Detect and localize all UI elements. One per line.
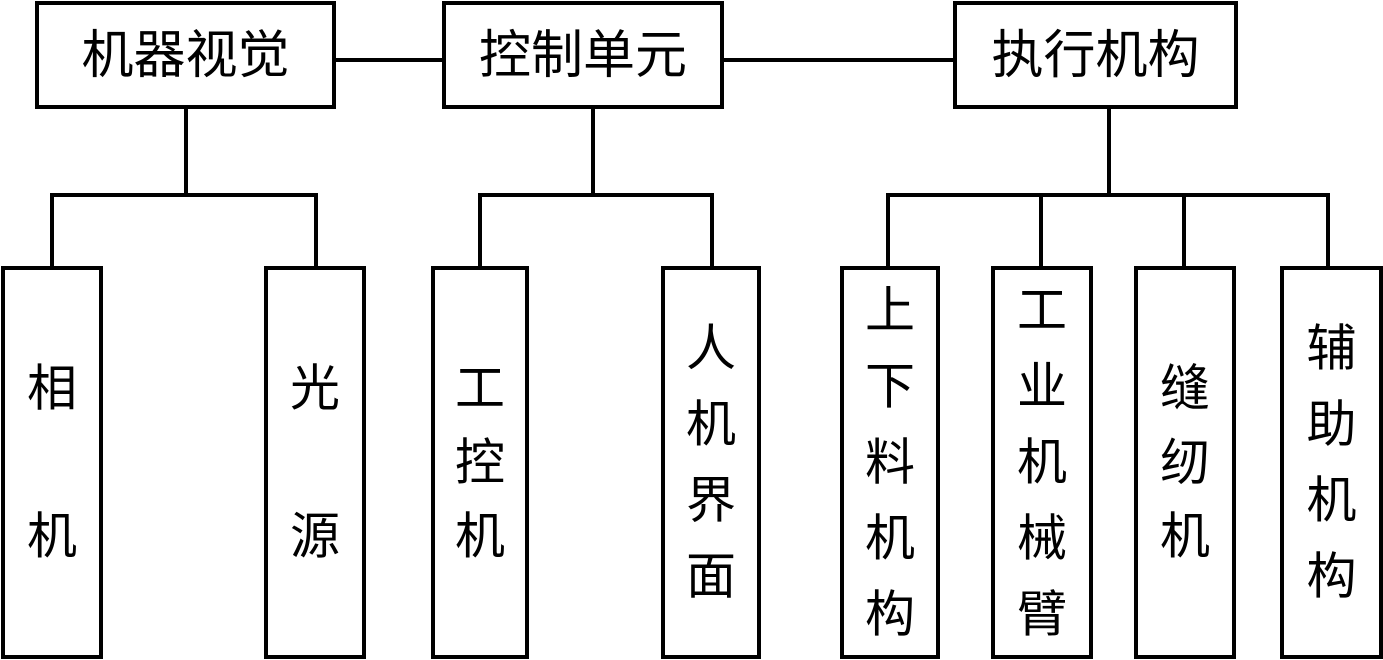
child-node-box — [991, 266, 1093, 659]
child-node-char: 机 — [865, 510, 915, 568]
child-node-char: 面 — [686, 548, 736, 606]
child-node-char: 料 — [865, 434, 915, 492]
child-node-char: 构 — [1307, 548, 1357, 606]
child-node-char: 相 — [27, 360, 77, 418]
node-actuators: 执行机构 — [953, 1, 1238, 109]
child-node-char: 工 — [455, 360, 505, 418]
child-node-char: 缝 — [1160, 360, 1210, 418]
child-node-label: 工控机 — [455, 360, 505, 566]
child-node-char: 机 — [1017, 434, 1067, 492]
child-node-box — [661, 266, 761, 659]
child-node-char: 工 — [1017, 282, 1067, 340]
child-node: 工控机 — [431, 266, 529, 659]
child-node-char: 机 — [686, 396, 736, 454]
node-control-unit: 控制单元 — [442, 1, 724, 109]
child-node: 缝纫机 — [1134, 266, 1236, 659]
child-node-box — [840, 266, 940, 659]
child-node-char: 界 — [686, 472, 736, 530]
top-node-box — [953, 1, 1238, 109]
child-node-box — [431, 266, 529, 659]
child-node-label: 人机界面 — [686, 320, 736, 606]
child-node-box — [1134, 266, 1236, 659]
child-node: 工业机械臂 — [991, 266, 1093, 659]
top-node-box — [442, 1, 724, 109]
child-node-label: 相机 — [27, 360, 77, 566]
child-node-label: 工业机械臂 — [1017, 282, 1067, 644]
child-node-char: 机 — [1160, 508, 1210, 566]
child-node-label: 辅助机构 — [1307, 320, 1357, 606]
child-node: 上下料机构 — [840, 266, 940, 659]
child-node-box — [1, 266, 103, 659]
child-node-char: 纫 — [1160, 434, 1210, 492]
child-node: 相机 — [1, 266, 103, 659]
child-node-label: 上下料机构 — [865, 282, 915, 644]
child-node-char: 人 — [686, 320, 736, 378]
child-node-box — [1280, 266, 1383, 659]
child-node: 光源 — [264, 266, 366, 659]
child-node-char: 上 — [865, 282, 915, 340]
child-node-box — [264, 266, 366, 659]
connector-lines — [50, 58, 1330, 270]
node-machine-vision: 机器视觉 — [35, 1, 336, 109]
child-node-char: 业 — [1017, 358, 1067, 416]
child-node-char: 构 — [865, 586, 915, 644]
child-node-char: 械 — [1017, 510, 1067, 568]
child-node-char: 助 — [1307, 396, 1357, 454]
child-node-char: 机 — [455, 508, 505, 566]
top-node-box — [35, 1, 336, 109]
child-node-char: 源 — [290, 508, 340, 566]
child-node-char: 下 — [865, 358, 915, 416]
child-node-char: 机 — [1307, 472, 1357, 530]
top-node-label: 执行机构 — [991, 26, 1199, 86]
top-node-label: 控制单元 — [479, 26, 687, 86]
child-node-char: 控 — [455, 434, 505, 492]
child-node-char: 臂 — [1017, 586, 1067, 644]
top-node-label: 机器视觉 — [81, 26, 289, 86]
child-node-label: 缝纫机 — [1160, 360, 1210, 566]
child-node-char: 机 — [27, 508, 77, 566]
child-node-char: 辅 — [1307, 320, 1357, 378]
child-node-char: 光 — [290, 360, 340, 418]
child-node-label: 光源 — [290, 360, 340, 566]
child-node: 人机界面 — [661, 266, 761, 659]
child-node: 辅助机构 — [1280, 266, 1383, 659]
